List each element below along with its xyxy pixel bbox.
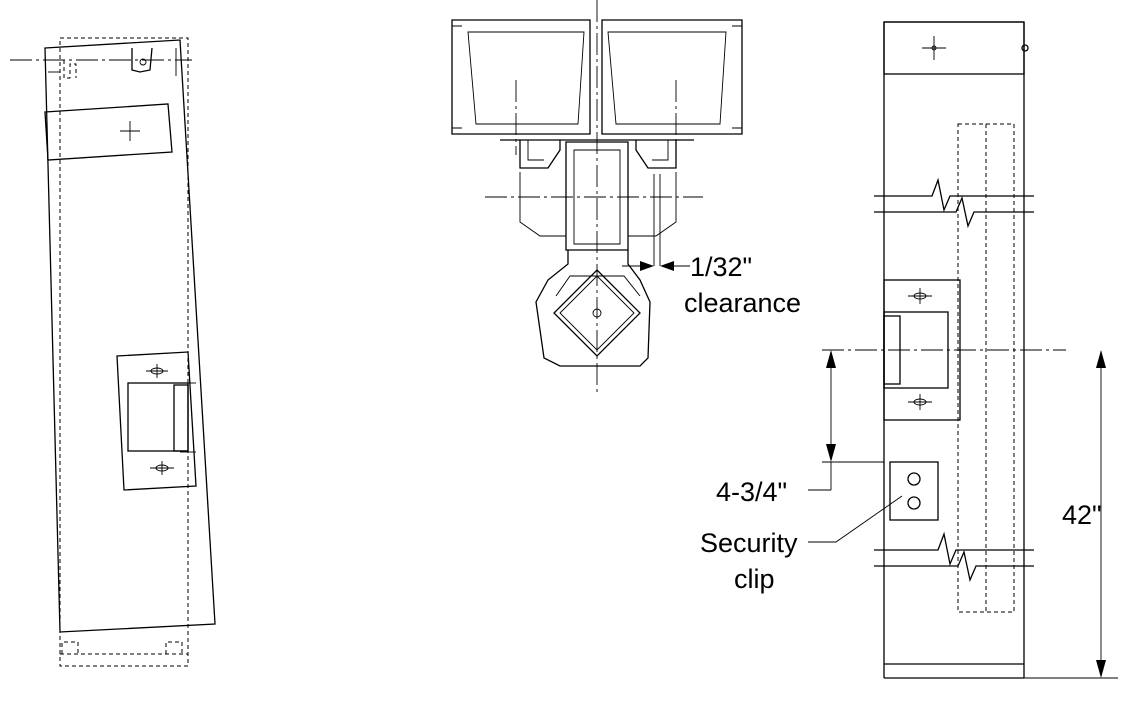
left-frame-profile [451,19,591,135]
hinge-screw-bottom-right [908,394,932,410]
clip-offset-dimension [826,350,836,462]
security-clip-label-line1: Security [700,528,798,558]
hinge-screw-bottom [150,461,174,475]
clip-offset-label: 4-3/4" [716,477,787,507]
elevation-view [808,21,1118,679]
clearance-arrows [622,261,690,271]
elevation-top-bracket [883,21,1025,75]
security-clip [889,461,939,521]
top-bracket-crosshair [120,121,140,141]
height-label: 42" [1062,500,1102,530]
right-frame-profile [601,19,743,135]
tilted-panel-view [10,37,216,667]
hinge-screw-top [146,364,168,378]
clearance-value-label: 1/32" [690,252,752,282]
profile-section-view [451,0,743,392]
hinge-plate [116,351,197,491]
panel-closed-outline [59,37,189,667]
top-bracket-plate [44,103,173,161]
security-clip-leader [808,495,903,543]
upper-break [874,177,1034,213]
security-clip-label-line2: clip [734,564,775,594]
clearance-word-label: clearance [684,288,801,318]
hinge-screw-top-right [908,288,932,304]
top-bracket-crosshair-right [922,36,946,60]
panel-open-outline [44,39,216,633]
height-dimension [1096,350,1106,678]
lower-break [874,531,1034,567]
diamond-lock [553,269,641,357]
